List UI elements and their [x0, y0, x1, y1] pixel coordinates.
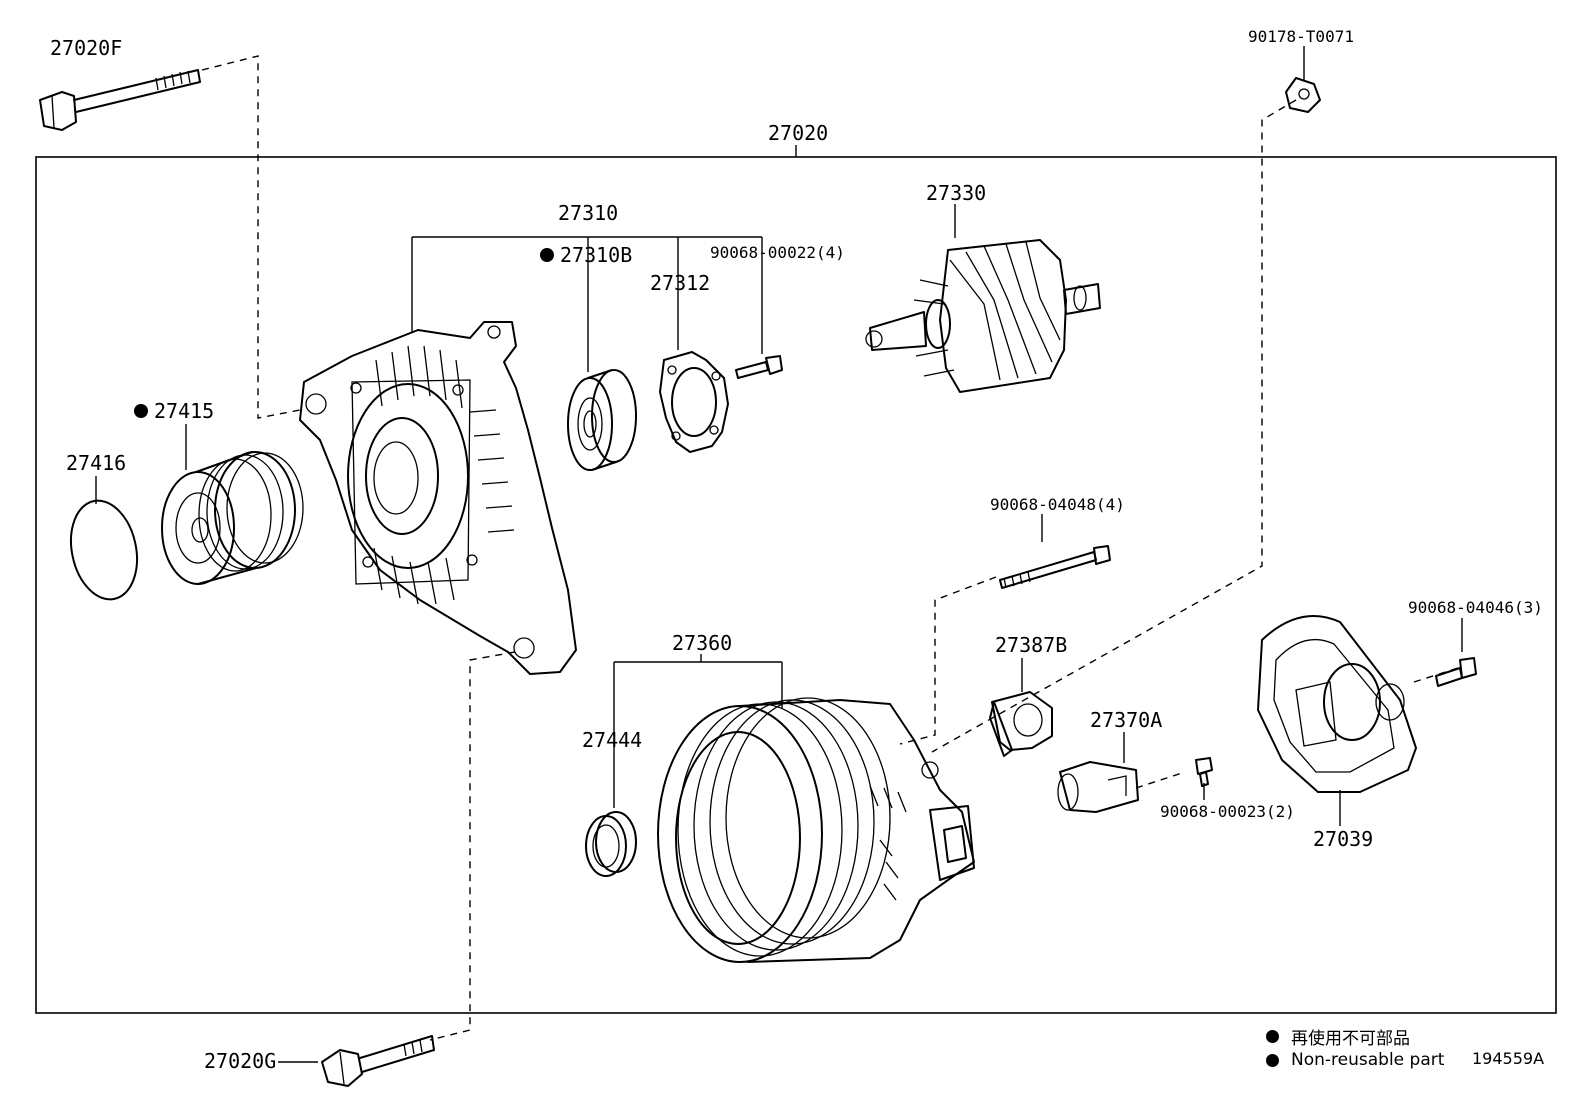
figure-id: 194559A: [1472, 1049, 1545, 1068]
label-90178-T0071: 90178-T0071: [1248, 27, 1354, 46]
label-27387B: 27387B: [995, 633, 1067, 657]
bolt-90068-04046-drawing: [1435, 657, 1477, 687]
legend-en: Non-reusable part: [1266, 1050, 1444, 1070]
label-90068-04046: 90068-04046(3): [1408, 598, 1543, 617]
legend-en-text: Non-reusable part: [1291, 1050, 1445, 1070]
retainer-27312-drawing: [659, 351, 729, 453]
label-27312: 27312: [650, 271, 710, 295]
screw-90068-00023-drawing: [1195, 757, 1213, 787]
label-27360: 27360: [672, 631, 732, 655]
non-reusable-bullet: [1266, 1053, 1279, 1067]
rotor-27330-drawing: [865, 239, 1101, 393]
brush-holder-27370A-drawing: [1057, 761, 1139, 813]
label-27370A: 27370A: [1090, 708, 1162, 732]
label-90068-00023: 90068-00023(2): [1160, 802, 1295, 821]
label-27310: 27310: [558, 201, 618, 225]
bolt-27020G-drawing: [321, 1035, 435, 1087]
label-27020: 27020: [768, 121, 828, 145]
non-reusable-marker-27415: [134, 404, 148, 418]
rear-cover-27039-drawing: [1257, 615, 1417, 793]
label-27415: 27415: [154, 399, 214, 423]
non-reusable-bullet: [1266, 1030, 1279, 1043]
screw-90068-00022-drawing: [735, 355, 783, 379]
stator-housing-27360-drawing: [657, 697, 975, 963]
legend-jp-text: 再使用不可部品: [1291, 1029, 1410, 1049]
stud-90068-04048-drawing: [999, 545, 1111, 589]
legend-jp: 再使用不可部品: [1266, 1024, 1410, 1049]
label-27310B: 27310B: [560, 243, 632, 267]
label-27444: 27444: [582, 728, 642, 752]
cap-27416-drawing: [70, 499, 138, 601]
label-90068-00022: 90068-00022(4): [710, 243, 845, 262]
label-27416: 27416: [66, 451, 126, 475]
alignment-dashed-lines: [201, 55, 1459, 1041]
nut-90178-T0071-drawing: [1285, 46, 1321, 113]
holder-27387B-drawing: [989, 691, 1053, 757]
leader-lines: [95, 204, 1463, 1063]
label-27020G: 27020G: [204, 1049, 276, 1073]
pulley-27415-drawing: [161, 451, 304, 585]
label-90068-04048: 90068-04048(4): [990, 495, 1125, 514]
drive-end-frame-27310-drawing: [299, 321, 577, 675]
non-reusable-marker-27310B: [540, 248, 554, 262]
assembly-boundary-box: [35, 156, 1557, 1014]
label-27039: 27039: [1313, 827, 1373, 851]
bearing-27310B-drawing: [567, 369, 637, 471]
seal-27444-drawing: [585, 811, 637, 877]
bolt-27020F-drawing: [39, 69, 201, 131]
label-27020F: 27020F: [50, 36, 122, 60]
label-27330: 27330: [926, 181, 986, 205]
